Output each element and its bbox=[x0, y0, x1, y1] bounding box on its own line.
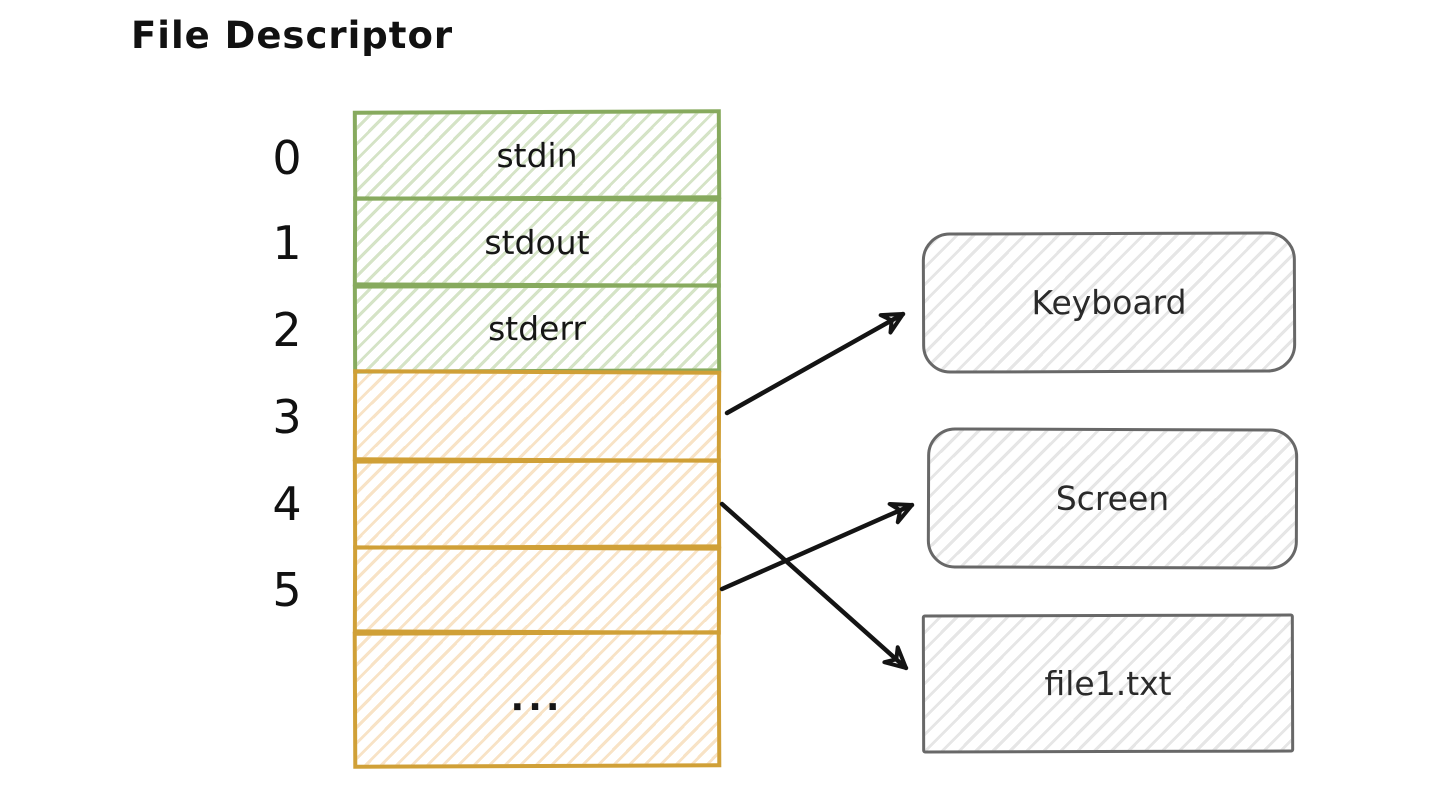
fd-index-1: 1 bbox=[272, 216, 302, 270]
file1-txt-label: file1.txt bbox=[1044, 663, 1172, 704]
keyboard-label: Keyboard bbox=[1031, 282, 1187, 323]
screen-box: Screen bbox=[926, 427, 1299, 570]
fd-row-stdout: stdout bbox=[352, 196, 722, 288]
arrow-fd3-to-keyboard bbox=[724, 311, 906, 416]
screen-label: Screen bbox=[1055, 478, 1170, 519]
row-label: ... bbox=[510, 678, 564, 720]
row-label: stdin bbox=[496, 135, 578, 175]
arrow-fd4-to-file1 bbox=[719, 501, 909, 671]
file1-txt-box: file1.txt bbox=[921, 613, 1295, 754]
row-label: stderr bbox=[487, 308, 587, 349]
row-label: stdout bbox=[484, 222, 590, 262]
fd-row-stderr: stderr bbox=[352, 283, 722, 374]
diagram-title: File Descriptor bbox=[131, 14, 454, 57]
fd-index-5: 5 bbox=[272, 563, 302, 617]
fd-index-2: 2 bbox=[272, 303, 302, 357]
arrow-fd5-to-screen bbox=[719, 501, 915, 592]
fd-index-0: 0 bbox=[272, 131, 302, 185]
fd-row-4 bbox=[352, 458, 722, 550]
keyboard-box: Keyboard bbox=[921, 231, 1297, 374]
fd-row-ellipsis: ... bbox=[352, 630, 722, 769]
fd-row-stdin: stdin bbox=[352, 109, 722, 201]
fd-row-5 bbox=[352, 545, 722, 635]
fd-index-3: 3 bbox=[272, 390, 302, 444]
fd-row-3 bbox=[352, 369, 722, 463]
fd-index-4: 4 bbox=[272, 477, 302, 531]
